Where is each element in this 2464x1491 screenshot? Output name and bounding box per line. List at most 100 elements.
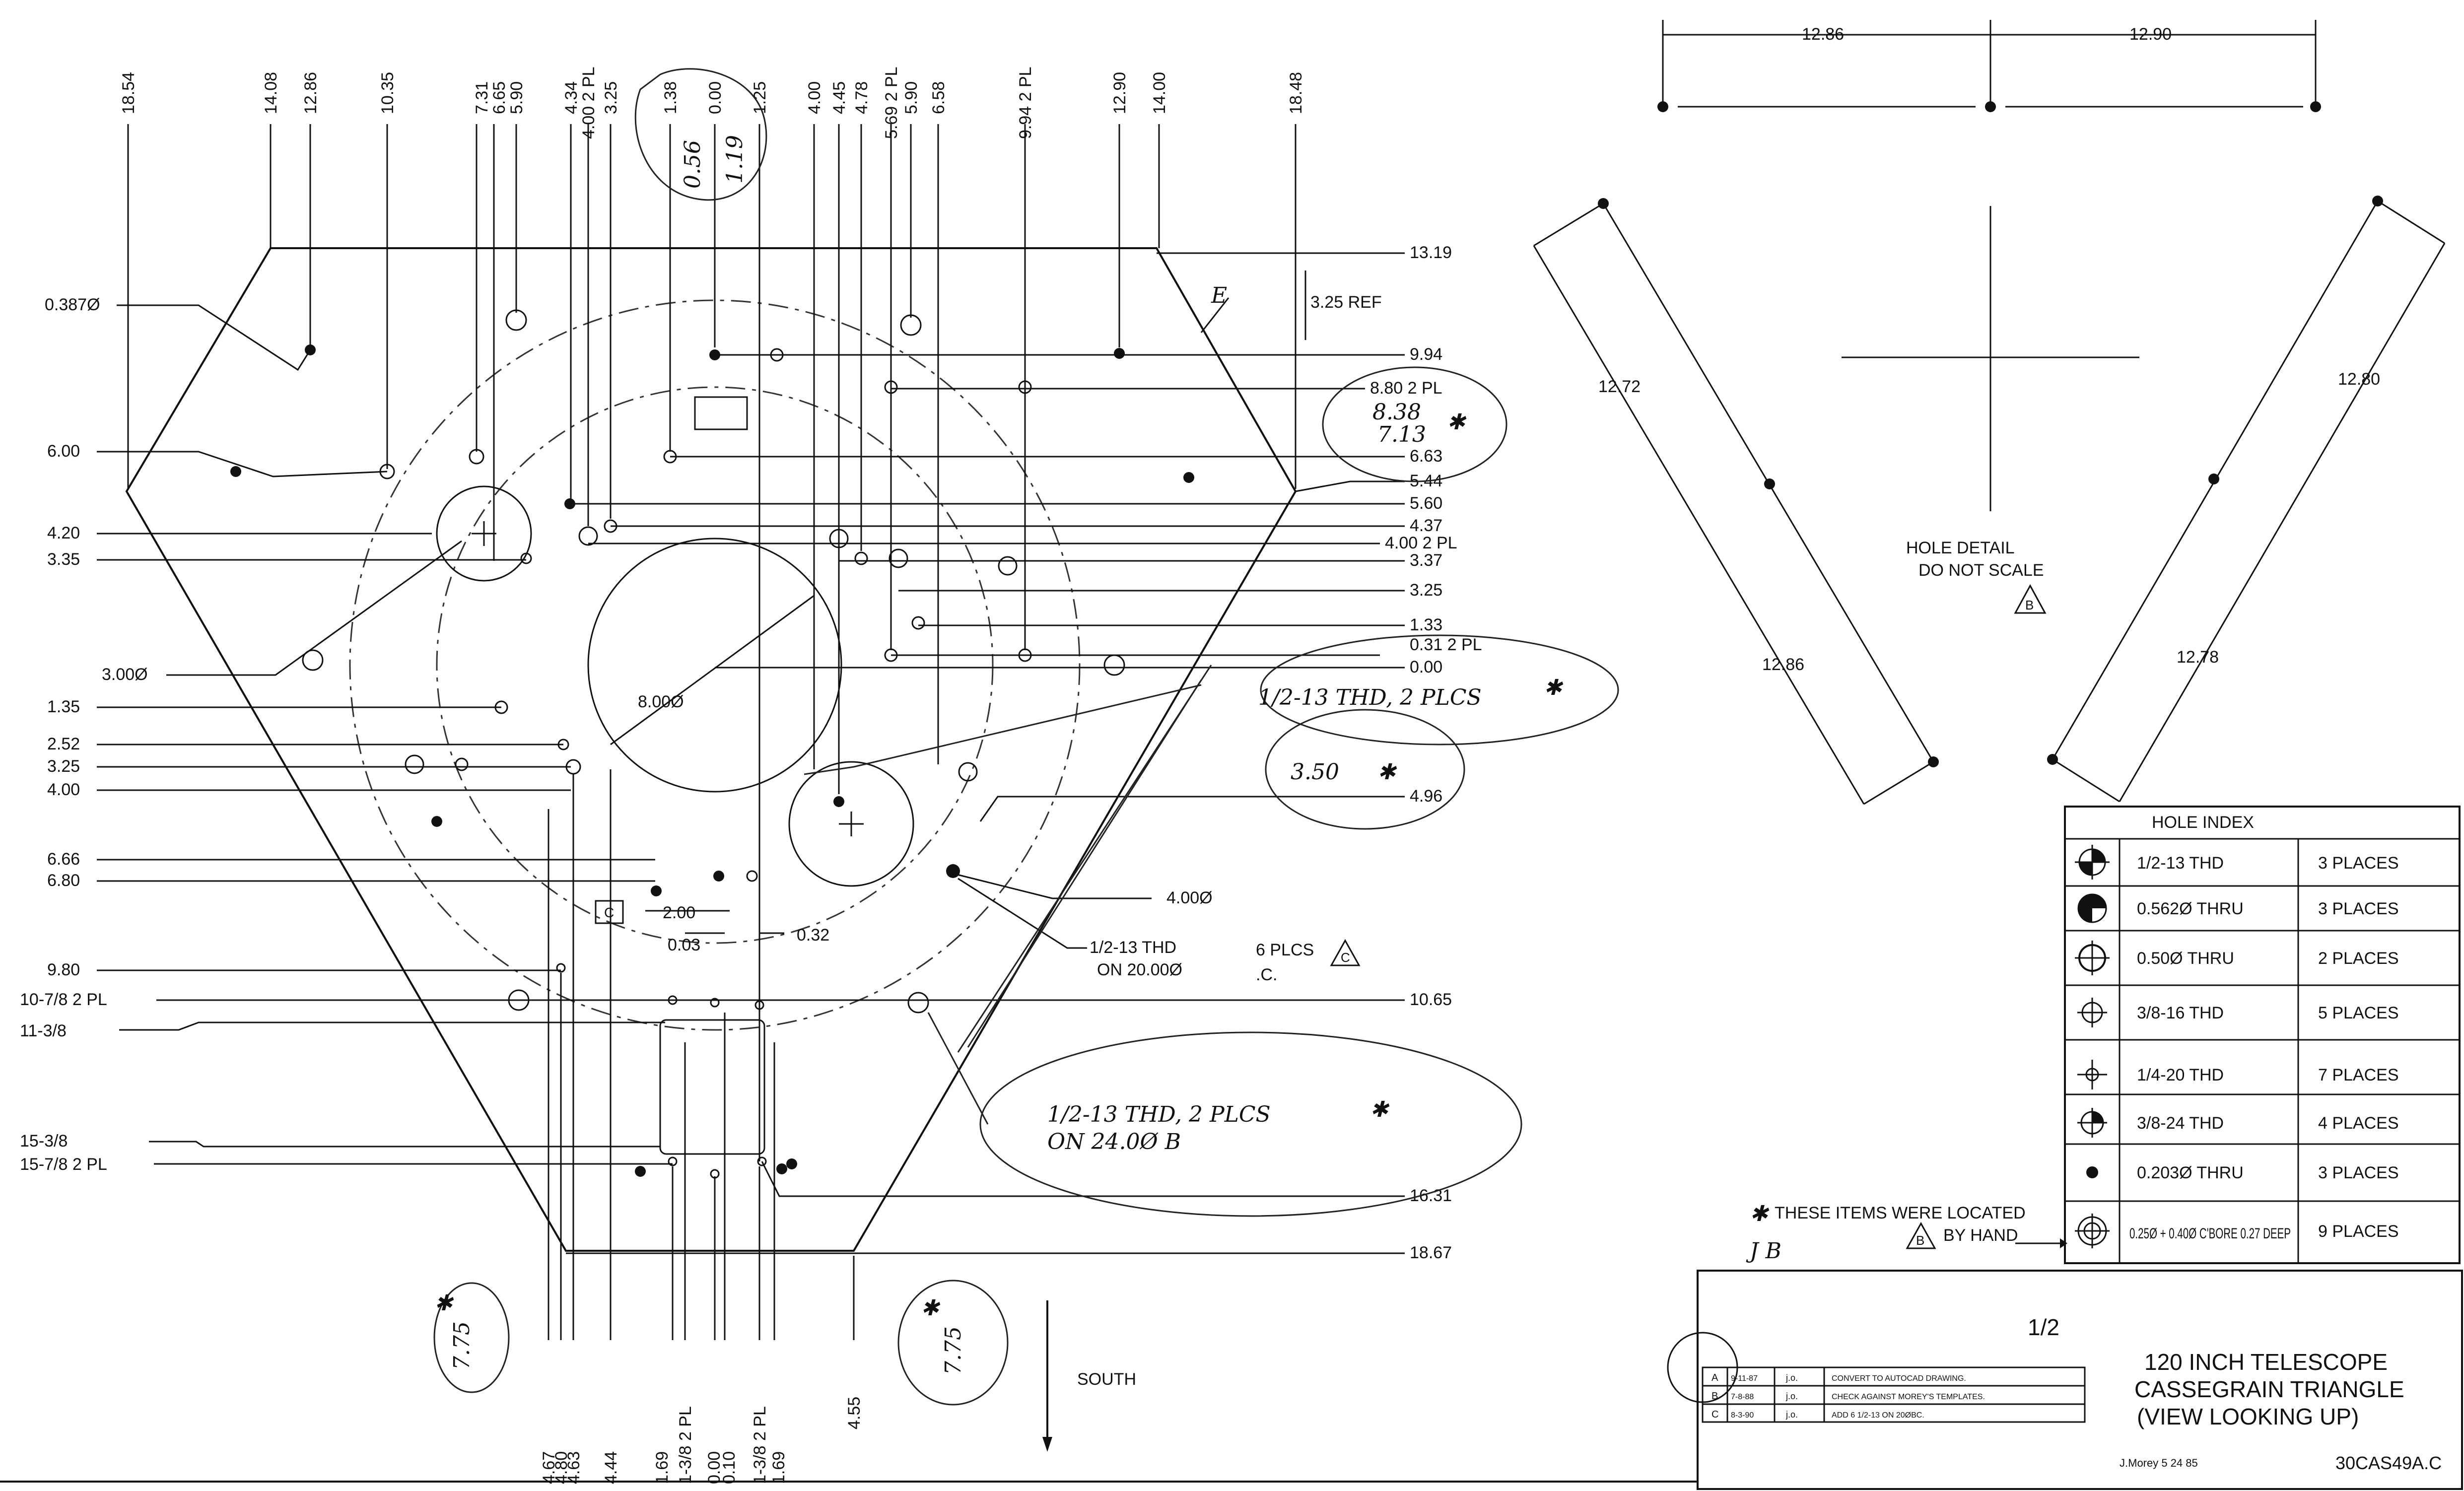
top-dimension-labels: 18.54 14.08 12.86 10.35 7.31 6.65 5.90 4…: [119, 67, 1305, 139]
detail-12-86-left: 12.86: [1762, 655, 1804, 674]
label-6-plcs: 6 PLCS: [1256, 941, 1314, 959]
label-4-00-dia: 4.00Ø: [1166, 888, 1213, 907]
top-dim-12-90: 12.90: [1110, 72, 1129, 114]
bolt-circle-20: [436, 386, 994, 944]
right-dim-6-63: 6.63: [1410, 447, 1442, 466]
mid-labels: 8.00Ø 4.00Ø 1/2-13 THD ON 20.00Ø 6 PLCS …: [595, 283, 1361, 1452]
hole-row-5-desc: 1/4-20 THD: [2137, 1066, 2224, 1084]
hole-row-3-qty: 2 PLACES: [2318, 949, 2399, 968]
right-dim-0-31-2pl: 0.31 2 PL: [1410, 635, 1482, 654]
top-dim-14-08: 14.08: [262, 72, 280, 114]
right-dim-16-31: 16.31: [1410, 1186, 1452, 1205]
quarter-filled-crosshair-icon: [2077, 893, 2107, 923]
detail-rev-b: B: [2025, 598, 2034, 612]
detail-12-72: 12.72: [1598, 377, 1641, 396]
detail-note-2: DO NOT SCALE: [1918, 561, 2044, 580]
bottom-dim-1-69: 1.69: [653, 1451, 672, 1484]
svg-text:✱: ✱: [434, 1290, 454, 1316]
hole-row-4-desc: 3/8-16 THD: [2137, 1004, 2224, 1022]
hole-row-2-qty: 3 PLACES: [2318, 899, 2399, 918]
hand-note-line2: BY HAND: [1943, 1226, 2018, 1245]
right-dim-4-37: 4.37: [1410, 516, 1442, 535]
detail-note-1: HOLE DETAIL: [1906, 539, 2015, 557]
top-dim-1-25: 1.25: [751, 81, 769, 114]
scale-label: 1/2: [2028, 1314, 2059, 1340]
bottom-leaders: [548, 769, 855, 1340]
hole-row-5-qty: 7 PLACES: [2318, 1066, 2399, 1084]
center-hole-8: [587, 538, 842, 793]
right-dim-5-60: 5.60: [1410, 494, 1442, 513]
label-8-00-dia: 8.00Ø: [638, 692, 684, 711]
hand-note-rev: B: [1916, 1233, 1924, 1248]
top-dim-4-00-2pl: 4.00 2 PL: [579, 67, 598, 139]
bottom-dim-0-00: 0.00: [705, 1451, 724, 1484]
title-block: 1/2 120 INCH TELESCOPE CASSEGRAIN TRIANG…: [1667, 1270, 2463, 1490]
detail-12-90-top: 12.90: [2129, 25, 2172, 44]
bottom-dim-4-55: 4.55: [845, 1397, 864, 1429]
drawing-number: 30CAS49A.C: [2335, 1453, 2442, 1473]
rev-c-by: j.o.: [1785, 1410, 1798, 1420]
bottom-dimension-labels: 4.67 4.80 4.63 4.44 1.69 1-3/8 2 PL 0.00…: [540, 1397, 864, 1484]
hw-star-1: ✱: [1447, 409, 1467, 435]
holes: [230, 309, 1194, 1179]
svg-text:C: C: [604, 905, 614, 920]
lower-opening: [659, 1019, 765, 1155]
dim-0-03: 0.03: [668, 936, 700, 954]
rev-c-letter: C: [1711, 1409, 1718, 1420]
hw-7-13: 7.13: [1377, 422, 1426, 447]
hole-row-4-qty: 5 PLACES: [2318, 1004, 2399, 1022]
right-dim-13-19: 13.19: [1410, 243, 1452, 262]
drawn-by: J.Morey 5 24 85: [2120, 1457, 2198, 1469]
hole-index-table: HOLE INDEX: [2064, 806, 2461, 1264]
rev-c-triangle: C: [1341, 950, 1350, 965]
south-label: SOUTH: [1077, 1370, 1136, 1389]
top-leaders: [127, 124, 1297, 1161]
rev-a-desc: CONVERT TO AUTOCAD DRAWING.: [1832, 1374, 1966, 1383]
hole-4: [788, 761, 914, 887]
hand-note-star: ✱: [1750, 1201, 1770, 1226]
label-on-20: ON 20.00Ø: [1097, 960, 1182, 979]
rev-b-letter: B: [1711, 1391, 1718, 1402]
hole-row-8-desc: 0.25Ø + 0.40Ø C'BORE 0.27 DEEP: [2129, 1225, 2291, 1242]
bottom-dim-4-63: 4.63: [564, 1451, 583, 1484]
hole-row-6-desc: 3/8-24 THD: [2137, 1114, 2224, 1133]
hw-note-2-plcs: 1/2-13 THD, 2 PLCS: [1258, 685, 1482, 710]
right-dim-4-96: 4.96: [1410, 787, 1442, 806]
right-dim-9-94: 9.94: [1410, 345, 1442, 364]
top-dim-14-00: 14.00: [1150, 72, 1169, 114]
hw-0-56: 0.56: [680, 140, 705, 189]
top-dim-4-00: 4.00: [805, 81, 824, 114]
hw-3-50: 3.50: [1291, 759, 1339, 785]
top-dim-7-31: 7.31: [473, 81, 491, 114]
hw-on-24: ON 24.0Ø B: [1047, 1129, 1181, 1154]
detail-12-78: 12.78: [2177, 648, 2219, 667]
left-dimension-labels: 0.387Ø 6.00 4.20 3.35 3.00Ø 1.35 2.52 3.…: [20, 295, 148, 1174]
bottom-dim-1-69b: 1.69: [769, 1451, 788, 1484]
left-dim-3-00: 3.00Ø: [102, 665, 148, 684]
left-dim-3-35: 3.35: [47, 550, 80, 569]
top-dim-6-65: 6.65: [490, 81, 509, 114]
left-dim-15-3-8: 15-3/8: [20, 1132, 68, 1151]
rev-a-date: 9-11-87: [1731, 1374, 1758, 1383]
svg-text:✱: ✱: [921, 1295, 941, 1321]
dim-0-32: 0.32: [797, 926, 829, 945]
hole-row-7-qty: 3 PLACES: [2318, 1163, 2399, 1182]
rev-c-desc: ADD 6 1/2-13 ON 20ØBC.: [1832, 1411, 1924, 1420]
left-dim-4-00: 4.00: [47, 780, 80, 799]
top-dim-5-90b: 5.90: [902, 81, 921, 114]
right-dim-0-00: 0.00: [1410, 658, 1442, 677]
rev-b-date: 7-8-88: [1731, 1393, 1754, 1401]
left-dim-11-3-8: 11-3/8: [20, 1021, 67, 1040]
right-dim-3-25-ref: 3.25 REF: [1310, 293, 1382, 312]
top-dim-3-25: 3.25: [602, 81, 620, 114]
rev-b-by: j.o.: [1785, 1391, 1798, 1401]
filled-dot-icon: [2086, 1166, 2098, 1178]
top-dim-12-86: 12.86: [301, 72, 320, 114]
dim-2-00: 2.00: [663, 903, 695, 922]
top-dim-1-38: 1.38: [661, 81, 680, 114]
detail-12-80: 12.80: [2338, 370, 2380, 389]
top-dim-4-78: 4.78: [852, 81, 871, 114]
small-crosshair-icon: [2077, 1060, 2107, 1089]
left-dim-2-52: 2.52: [47, 735, 80, 753]
